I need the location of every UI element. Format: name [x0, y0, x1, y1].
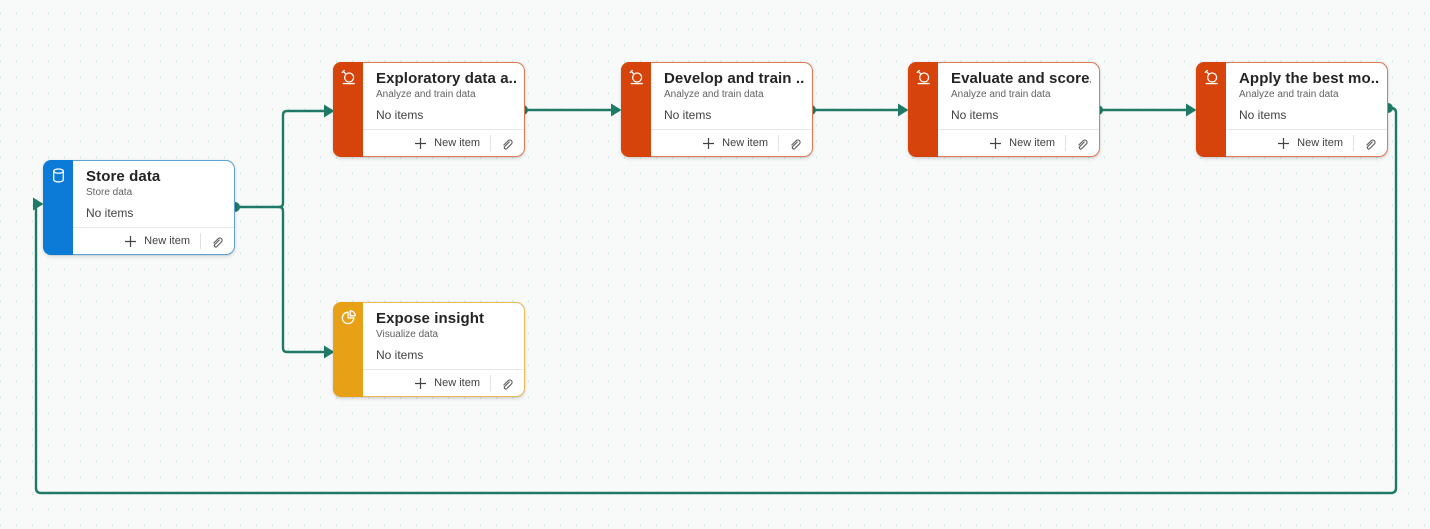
attachment-button[interactable] [206, 232, 229, 251]
card-accent-stripe [43, 160, 73, 255]
new-item-button[interactable]: New item [697, 134, 773, 153]
footer-divider [778, 135, 779, 151]
task-card-evaluate-and-score[interactable]: Evaluate and score... Analyze and train … [908, 62, 1100, 157]
card-subtitle: Analyze and train data [951, 89, 1051, 100]
footer-divider [490, 135, 491, 151]
card-body: Develop and train ... Analyze and train … [651, 63, 812, 129]
connector-arrowhead [33, 197, 44, 211]
paperclip-icon [503, 379, 513, 390]
task-card-expose-insight[interactable]: Expose insight Visualize data No items N… [333, 302, 525, 397]
connector-arrowhead [611, 103, 622, 117]
card-accent-stripe [333, 302, 363, 397]
footer-divider [1065, 135, 1066, 151]
card-footer: New item [1226, 129, 1387, 156]
card-footer: New item [651, 129, 812, 156]
connector-arrowhead [898, 103, 909, 117]
new-item-label: New item [722, 137, 768, 149]
new-item-button[interactable]: New item [409, 374, 485, 393]
attachment-button[interactable] [1359, 134, 1382, 153]
footer-divider [200, 233, 201, 249]
connector-apply-loop-to-store [34, 106, 1398, 495]
card-accent-stripe [333, 62, 363, 157]
connector-store-to-expose [277, 205, 326, 354]
card-body: Expose insight Visualize data No items [363, 303, 524, 369]
footer-divider [1353, 135, 1354, 151]
new-item-label: New item [1297, 137, 1343, 149]
attachment-button[interactable] [784, 134, 807, 153]
card-body: Store data Store data No items [73, 161, 234, 227]
card-title: Evaluate and score... [951, 70, 1091, 87]
card-title: Store data [86, 168, 161, 185]
new-item-label: New item [434, 137, 480, 149]
card-title: Expose insight [376, 310, 485, 327]
task-card-exploratory-data-analysis[interactable]: Exploratory data a... Analyze and train … [333, 62, 525, 157]
card-body: Apply the best mo... Analyze and train d… [1226, 63, 1387, 129]
card-footer: New item [363, 369, 524, 396]
attachment-button[interactable] [496, 134, 519, 153]
card-accent-stripe [1196, 62, 1226, 157]
pie-chart-icon [333, 309, 363, 326]
database-icon [43, 167, 73, 184]
card-items-count: No items [376, 348, 424, 362]
paperclip-icon [791, 139, 801, 150]
microscope-icon [333, 69, 363, 86]
new-item-button[interactable]: New item [1272, 134, 1348, 153]
card-title: Exploratory data a... [376, 70, 516, 87]
card-subtitle: Visualize data [376, 329, 439, 340]
paperclip-icon [213, 237, 223, 248]
card-items-count: No items [1239, 108, 1287, 122]
new-item-label: New item [144, 235, 190, 247]
card-items-count: No items [951, 108, 999, 122]
plus-icon [415, 377, 427, 389]
card-footer: New item [938, 129, 1099, 156]
card-title: Develop and train ... [664, 70, 804, 87]
new-item-label: New item [1009, 137, 1055, 149]
card-accent-stripe [621, 62, 651, 157]
footer-divider [490, 375, 491, 391]
attachment-button[interactable] [1071, 134, 1094, 153]
card-accent-stripe [908, 62, 938, 157]
plus-icon [703, 137, 715, 149]
card-body: Evaluate and score... Analyze and train … [938, 63, 1099, 129]
connector-store-to-exploratory [277, 109, 326, 209]
attachment-button[interactable] [496, 374, 519, 393]
task-card-apply-the-best-model[interactable]: Apply the best mo... Analyze and train d… [1196, 62, 1388, 157]
task-card-develop-and-train[interactable]: Develop and train ... Analyze and train … [621, 62, 813, 157]
task-card-store-data[interactable]: Store data Store data No items New item [43, 160, 235, 255]
card-footer: New item [363, 129, 524, 156]
microscope-icon [908, 69, 938, 86]
plus-icon [990, 137, 1002, 149]
microscope-icon [1196, 69, 1226, 86]
card-footer: New item [73, 227, 234, 254]
card-subtitle: Analyze and train data [664, 89, 764, 100]
new-item-button[interactable]: New item [984, 134, 1060, 153]
card-subtitle: Analyze and train data [1239, 89, 1339, 100]
plus-icon [415, 137, 427, 149]
card-subtitle: Store data [86, 187, 133, 198]
paperclip-icon [503, 139, 513, 150]
connector-arrowhead [1186, 103, 1197, 117]
card-items-count: No items [376, 108, 424, 122]
paperclip-icon [1366, 139, 1376, 150]
card-body: Exploratory data a... Analyze and train … [363, 63, 524, 129]
plus-icon [1278, 137, 1290, 149]
card-items-count: No items [86, 206, 134, 220]
plus-icon [125, 235, 137, 247]
paperclip-icon [1078, 139, 1088, 150]
new-item-button[interactable]: New item [409, 134, 485, 153]
new-item-label: New item [434, 377, 480, 389]
card-subtitle: Analyze and train data [376, 89, 476, 100]
card-items-count: No items [664, 108, 712, 122]
microscope-icon [621, 69, 651, 86]
card-title: Apply the best mo... [1239, 70, 1379, 87]
new-item-button[interactable]: New item [119, 232, 195, 251]
